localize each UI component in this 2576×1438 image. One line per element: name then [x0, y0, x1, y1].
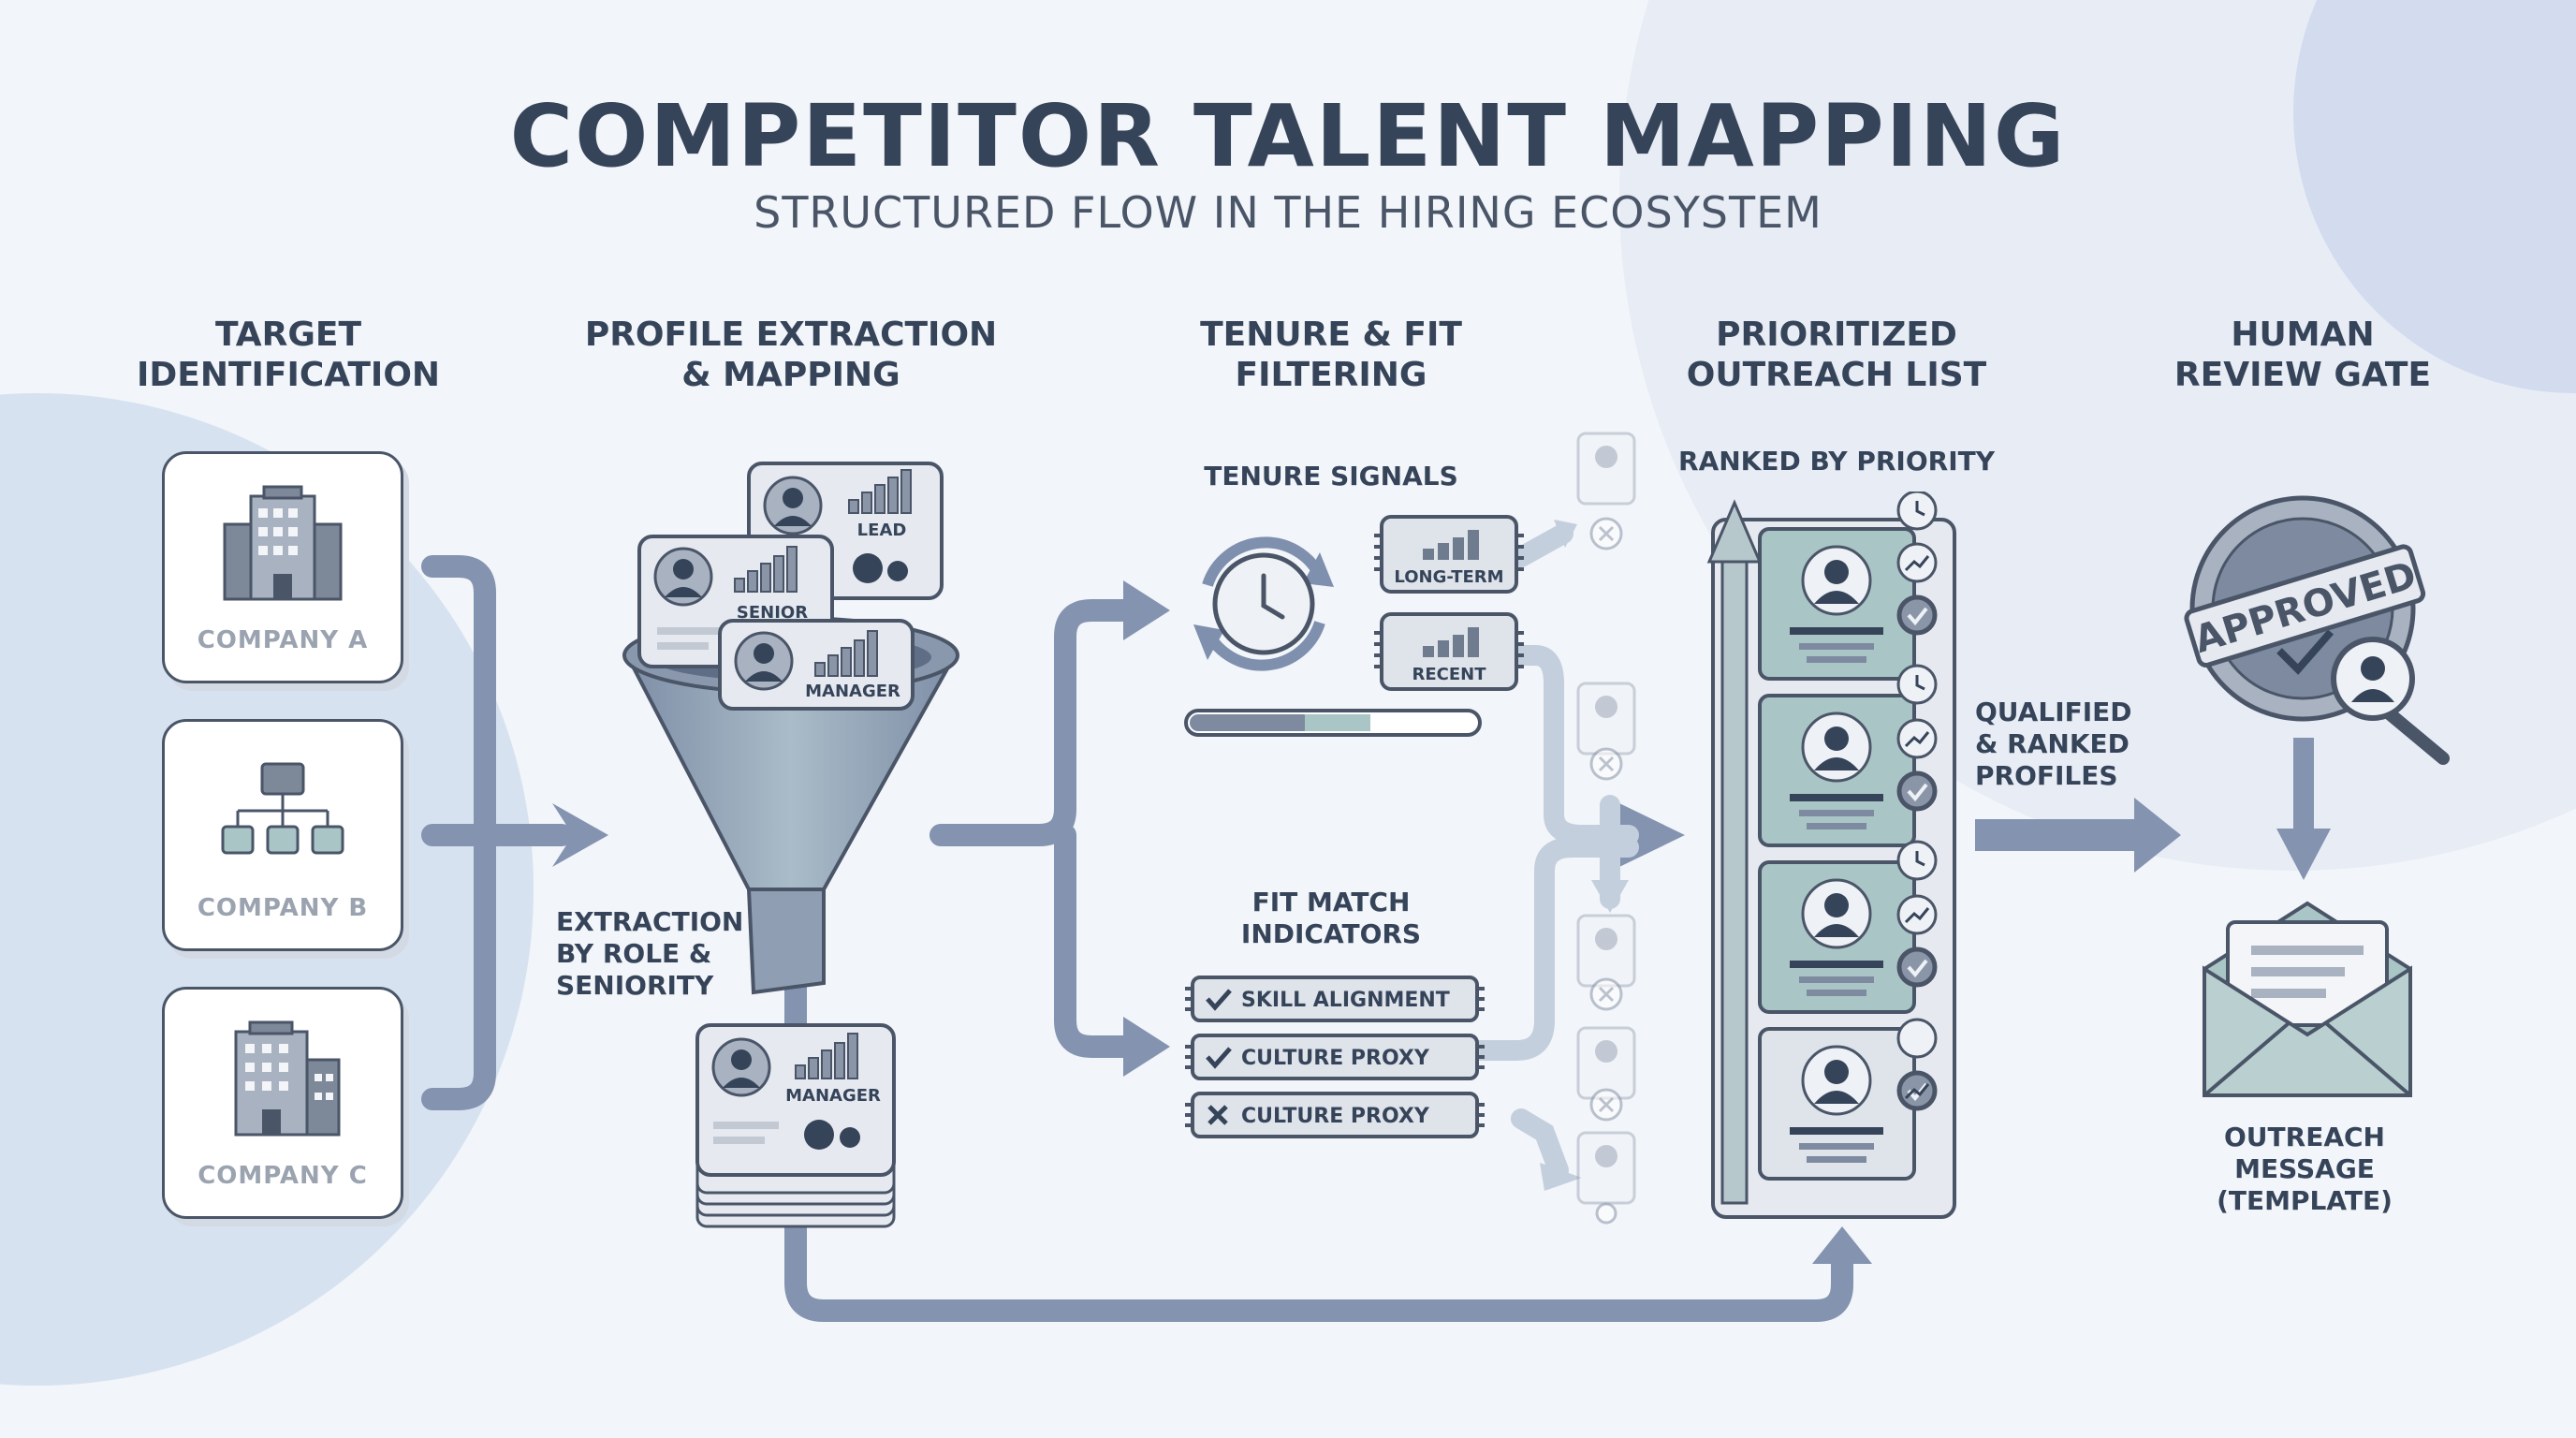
- tenure-progress-bar: [1184, 709, 1482, 737]
- fit-tag-culture-proxy-pass: CULTURE PROXY: [1185, 1034, 1485, 1080]
- office-building-icon: [234, 1020, 341, 1137]
- gear-icon: [804, 1120, 860, 1150]
- approved-review-icon: APPROVED: [2184, 495, 2450, 765]
- profile-card-senior-label: SENIOR: [737, 603, 808, 623]
- tenure-chip-long-term-label: LONG-TERM: [1394, 567, 1503, 587]
- tenure-clock-icon: [1193, 536, 1334, 671]
- tenure-chip-long-term: LONG-TERM: [1374, 515, 1524, 594]
- org-chart-icon: [221, 762, 344, 855]
- extracted-card-label: MANAGER: [785, 1086, 881, 1106]
- company-name-b: COMPANY B: [197, 894, 369, 922]
- fit-tag-skill-alignment: SKILL ALIGNMENT: [1185, 976, 1485, 1022]
- fit-tag-culture-proxy-fail: CULTURE PROXY: [1185, 1092, 1485, 1138]
- check-icon: [1206, 989, 1232, 1011]
- dismissed-profiles: [1576, 432, 1636, 1225]
- clock-icon: [1915, 501, 1925, 867]
- fit-tag-culture-proxy-pass-label: CULTURE PROXY: [1241, 1047, 1430, 1070]
- profile-card-manager-label: MANAGER: [805, 682, 900, 701]
- company-name-c: COMPANY C: [198, 1162, 368, 1190]
- outreach-ranked-list: [1706, 492, 1956, 1219]
- company-card-b[interactable]: COMPANY B: [162, 719, 403, 951]
- outreach-envelope-icon: [2203, 901, 2412, 1097]
- qualified-ranked-profiles-label: QUALIFIED & RANKED PROFILES: [1975, 697, 2132, 791]
- page-title: COMPETITOR TALENT MAPPING: [509, 86, 2067, 186]
- company-card-c[interactable]: COMPANY C: [162, 987, 403, 1219]
- gear-icon: [853, 553, 908, 583]
- trend-up-icon: [1904, 555, 1930, 1100]
- stage-target-identification: TARGET IDENTIFICATION: [136, 315, 441, 394]
- stage-human-review-gate: HUMAN REVIEW GATE: [2174, 315, 2432, 394]
- office-building-icon: [223, 485, 343, 601]
- stage-prioritized-outreach: PRIORITIZED OUTREACH LIST: [1686, 315, 1987, 394]
- stage-tenure-fit-filtering: TENURE & FIT FILTERING: [1200, 315, 1462, 394]
- profile-card-manager: MANAGER: [718, 619, 915, 711]
- fit-match-title: FIT MATCH INDICATORS: [1240, 887, 1422, 949]
- fit-tag-skill-alignment-label: SKILL ALIGNMENT: [1241, 989, 1450, 1012]
- fit-tag-culture-proxy-fail-label: CULTURE PROXY: [1241, 1105, 1430, 1128]
- ranked-by-priority-title: RANKED BY PRIORITY: [1678, 446, 1995, 477]
- check-icon: [1206, 1047, 1232, 1069]
- profile-card-lead-label: LEAD: [857, 521, 907, 540]
- tenure-signals-title: TENURE SIGNALS: [1204, 461, 1458, 492]
- extraction-label: EXTRACTION BY ROLE & SENIORITY: [556, 906, 744, 1001]
- x-icon: [1208, 1105, 1228, 1125]
- company-card-a[interactable]: COMPANY A: [162, 451, 403, 683]
- tenure-chip-recent: RECENT: [1374, 612, 1524, 691]
- page-subtitle: STRUCTURED FLOW IN THE HIRING ECOSYSTEM: [754, 187, 1822, 238]
- tenure-chip-recent-label: RECENT: [1412, 665, 1486, 684]
- outreach-message-label: OUTREACH MESSAGE (TEMPLATE): [2217, 1122, 2393, 1216]
- stage-profile-extraction: PROFILE EXTRACTION & MAPPING: [584, 315, 998, 394]
- extracted-profile-stack: MANAGER: [695, 1023, 896, 1228]
- company-name-a: COMPANY A: [197, 626, 369, 654]
